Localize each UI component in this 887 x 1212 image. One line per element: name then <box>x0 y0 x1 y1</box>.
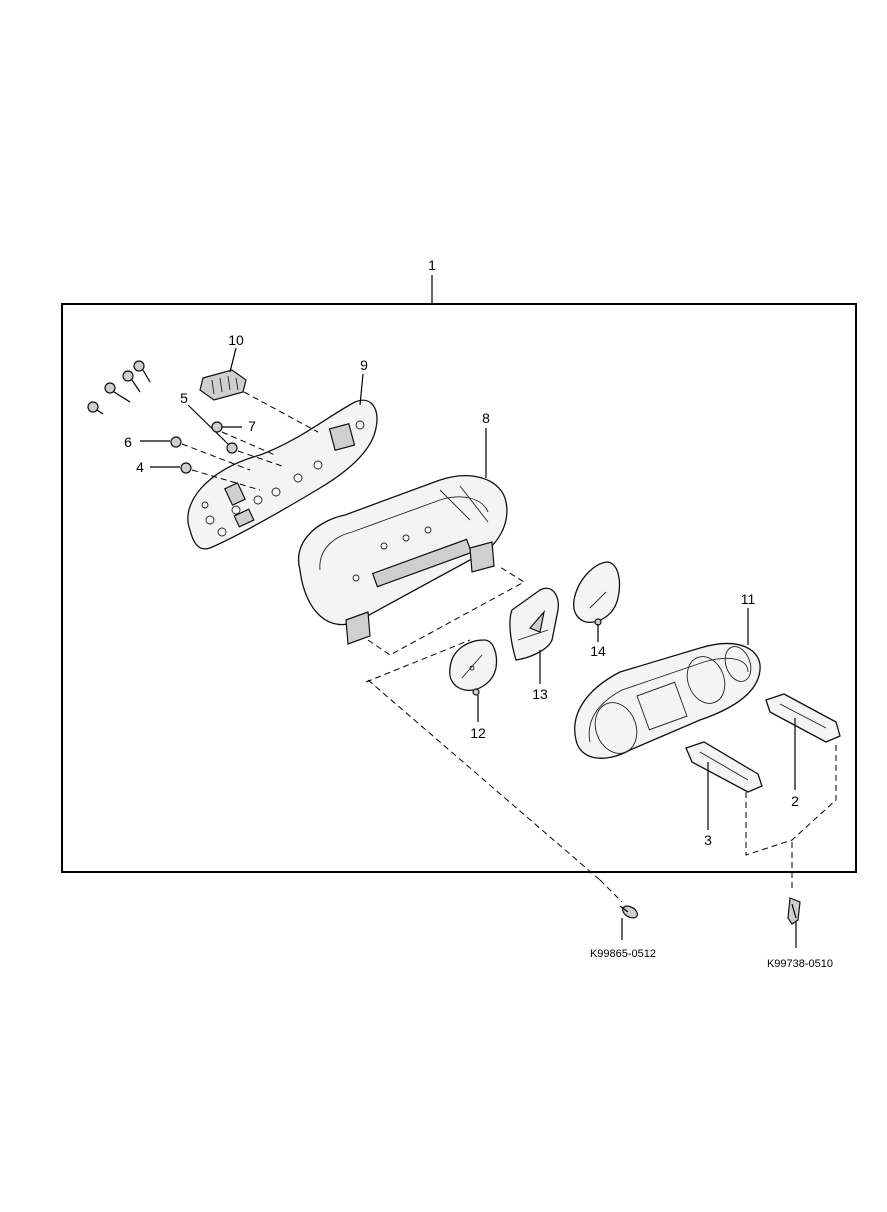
callout-9: 9 <box>360 357 368 373</box>
callout-4: 4 <box>136 459 144 475</box>
callout-3: 3 <box>704 832 712 848</box>
callout-11: 11 <box>741 591 756 607</box>
callout-14: 14 <box>590 643 606 659</box>
bulb-part-4 <box>150 462 261 491</box>
gauge-part-13 <box>509 587 559 661</box>
bracket-part-3 <box>685 741 763 793</box>
callout-13: 13 <box>532 686 548 702</box>
callout-12: 12 <box>470 725 486 741</box>
callout-2: 2 <box>791 793 799 809</box>
callout-8: 8 <box>482 410 490 426</box>
callout-7: 7 <box>248 418 256 434</box>
bulb-part-6 <box>140 436 251 471</box>
callout-5: 5 <box>180 390 188 406</box>
part-number-screw-left: K99865-0512 <box>590 948 656 960</box>
leader-9 <box>359 373 364 406</box>
screw-right <box>787 897 801 925</box>
gauge-part-14 <box>572 561 621 626</box>
callout-1: 1 <box>428 257 436 273</box>
screw-left <box>619 905 638 919</box>
bulb-part-7 <box>211 421 276 456</box>
connector-part-10 <box>199 369 247 401</box>
bracket-part-2 <box>765 693 841 743</box>
leader-10 <box>229 347 237 373</box>
gauge-part-12 <box>449 639 498 696</box>
part-number-screw-right: K99738-0510 <box>767 958 833 970</box>
bulb-sockets <box>87 360 151 415</box>
circuit-board-part-9 <box>187 399 378 550</box>
housing-part-8 <box>297 475 508 645</box>
bezel-part-11 <box>574 643 761 759</box>
assembly-frame <box>61 303 857 873</box>
callout-6: 6 <box>124 434 132 450</box>
bulb-part-5 <box>187 404 283 467</box>
callout-10: 10 <box>228 332 244 348</box>
